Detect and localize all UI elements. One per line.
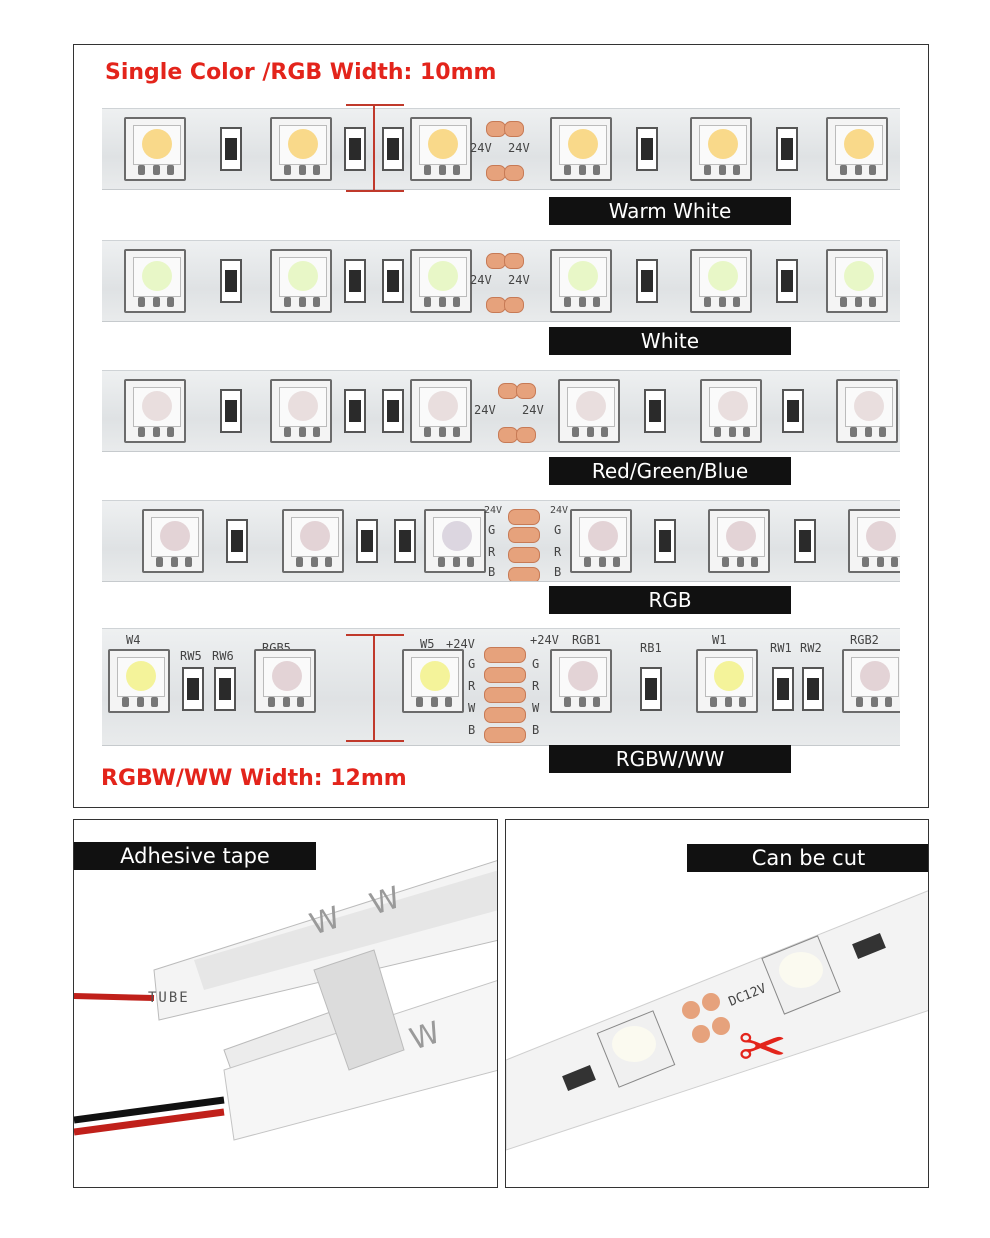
white-strip: 24V 24V — [102, 240, 900, 322]
resistor — [220, 127, 242, 171]
resistor — [344, 127, 366, 171]
led-chip — [550, 117, 612, 181]
rgb-channel-r: R — [488, 545, 496, 559]
scissors-icon: ✂ — [738, 1013, 787, 1081]
rgb-channel-g: G — [488, 523, 496, 537]
rgb-label: RGB — [549, 586, 791, 614]
led-chip — [270, 117, 332, 181]
width-10mm-heading: Single Color /RGB Width: 10mm — [105, 60, 497, 85]
resistor — [382, 127, 404, 171]
pad-voltage-right: 24V — [508, 141, 530, 155]
tube-print: TUBE — [148, 990, 190, 1006]
led-chip — [826, 117, 888, 181]
width-dimension-marker — [373, 104, 375, 192]
rgb-strip: G R B G R B 24V 24V — [102, 500, 900, 582]
resistor — [636, 127, 658, 171]
cut-strip-photo — [506, 890, 928, 1151]
resistor — [776, 127, 798, 171]
pad-voltage-left: 24V — [470, 141, 492, 155]
led-chip — [124, 117, 186, 181]
can-be-cut-label: Can be cut — [687, 844, 928, 872]
rgb-single-strip: 24V 24V — [102, 370, 900, 452]
adhesive-tape-photo: W W W — [74, 860, 497, 1141]
adhesive-tape-label: Adhesive tape — [74, 842, 316, 870]
red-green-blue-label: Red/Green/Blue — [549, 457, 791, 485]
width-12mm-heading: RGBW/WW Width: 12mm — [101, 766, 407, 791]
warm-white-strip: 24V 24V — [102, 108, 900, 190]
cut-pads — [480, 115, 526, 183]
led-dot — [142, 129, 172, 159]
white-label: White — [549, 327, 791, 355]
led-chip — [410, 117, 472, 181]
can-be-cut-panel: DC12V ✂ Can be cut — [505, 819, 929, 1188]
rgb-channel-b: B — [488, 565, 496, 579]
led-chip — [690, 117, 752, 181]
adhesive-tape-panel: W W W TUBE Adhesive tape — [73, 819, 498, 1188]
width-dimension-marker — [373, 634, 375, 742]
rgbw-ww-label: RGBW/WW — [549, 745, 791, 773]
rgbw-strip: W4 RW5 RW6 RGB5 W5 +24V G R W B G R W B … — [102, 628, 900, 746]
warm-white-label: Warm White — [549, 197, 791, 225]
